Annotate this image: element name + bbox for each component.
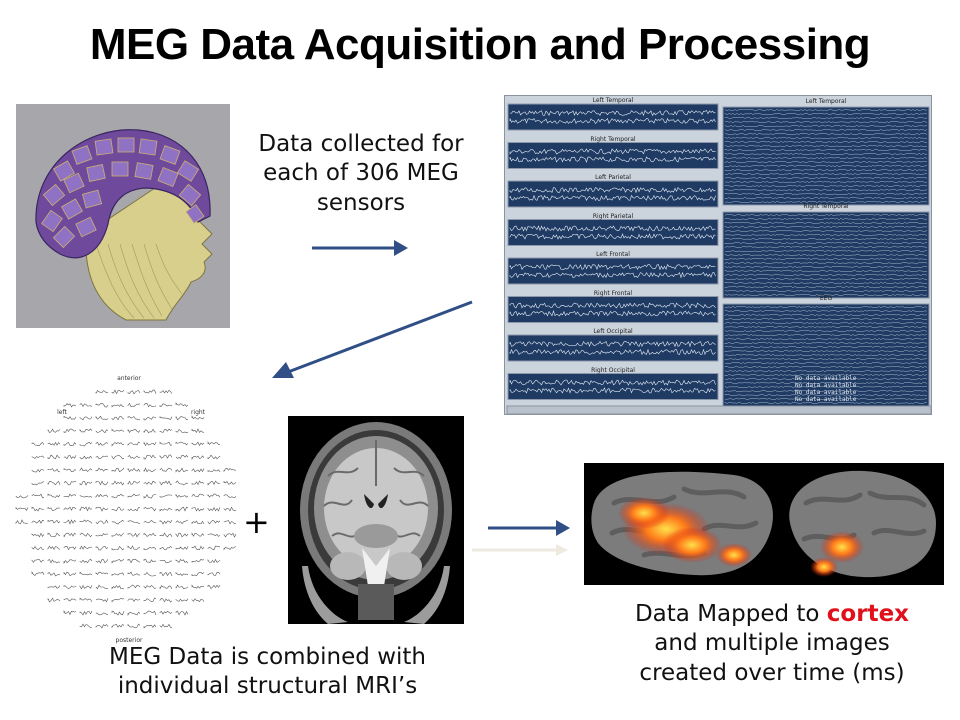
trace-group-label: Right Temporal [590, 135, 636, 143]
arrow-right-icon [312, 240, 408, 256]
caption-combined-line2: individual structural MRI’s [117, 673, 418, 700]
caption-mapped-highlight: cortex [826, 601, 910, 627]
caption-combined-line1: MEG Data is combined with [109, 644, 426, 670]
cortex-activation-image [584, 463, 944, 585]
topo-label-left: left [57, 409, 67, 416]
topo-label-right: right [191, 409, 206, 416]
no-data-text: No data available [795, 396, 857, 403]
topo-label-anterior: anterior [117, 375, 141, 382]
arrow-down-left-icon [272, 300, 473, 378]
trace-group-label: Left Parietal [595, 174, 631, 181]
trace-group-label: Right Parietal [592, 212, 634, 220]
no-data-text: No data available [795, 382, 857, 389]
topo-label-posterior: posterior [116, 637, 143, 644]
caption-combined: MEG Data is combined with individual str… [40, 643, 495, 702]
trace-group-label: Left Frontal [596, 251, 630, 258]
no-data-text: No data available [795, 375, 857, 382]
arrow-right-icon [472, 520, 570, 556]
trace-scrollbar[interactable] [506, 405, 931, 414]
caption-mapped: Data Mapped to cortex and multiple image… [596, 600, 948, 688]
trace-group-label: Right Temporal [803, 203, 849, 210]
trace-group-label: Left Temporal [805, 98, 847, 105]
trace-group-label: Left Temporal [592, 97, 634, 104]
plus-sign: + [243, 503, 270, 541]
no-data-text: No data available [795, 389, 857, 396]
caption-mapped-prefix: Data Mapped to [634, 601, 827, 627]
trace-group-label: Right Occipital [591, 366, 635, 374]
trace-group-label: EEG [819, 295, 833, 302]
meg-helmet-image [16, 104, 230, 328]
caption-mapped-line2: and multiple images [654, 630, 890, 657]
trace-group-label: Right Frontal [593, 289, 633, 297]
slide-title: MEG Data Acquisition and Processing [89, 20, 871, 69]
caption-sensors: Data collected for each of 306 MEG senso… [258, 131, 464, 216]
trace-group-label: Left Occipital [593, 328, 633, 335]
sensor-topography-plot: anterior left right posterior [14, 372, 244, 644]
caption-mapped-line3: created over time (ms) [639, 659, 905, 686]
mri-coronal-image [288, 416, 464, 624]
